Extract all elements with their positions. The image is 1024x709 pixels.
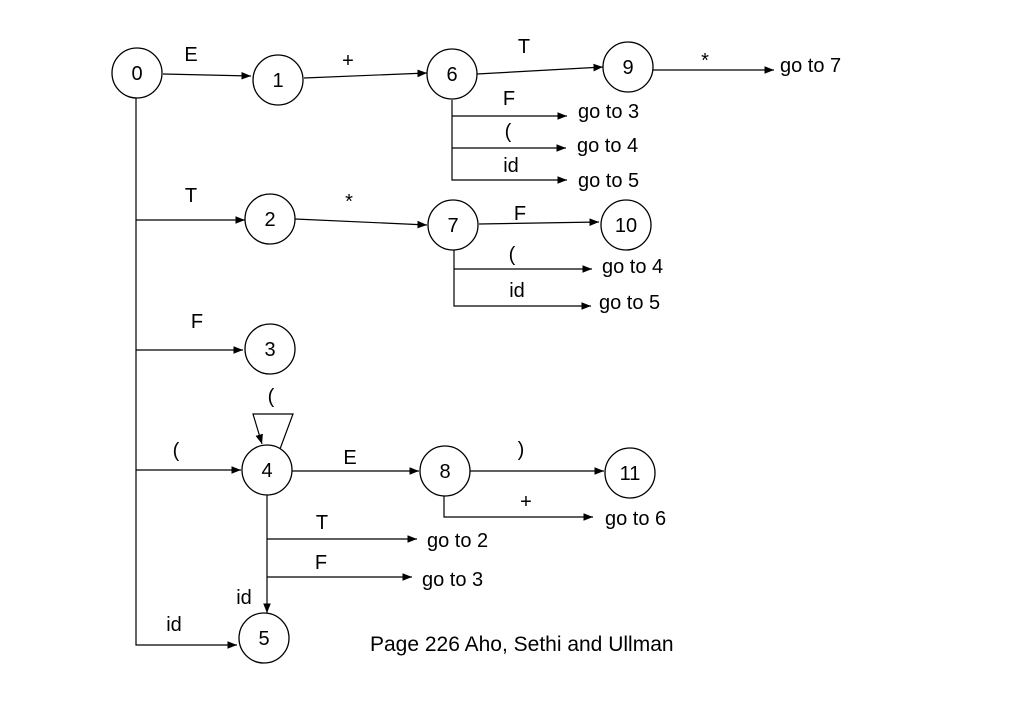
state-0-label: 0 xyxy=(131,63,142,85)
goto-label-4-from-7: go to 4 xyxy=(602,256,663,278)
states: 0 1 6 9 2 7 10 3 xyxy=(111,41,656,664)
state-11-label: 11 xyxy=(620,463,641,485)
goto-label-3-from-6: go to 3 xyxy=(578,101,639,123)
state-8-label: 8 xyxy=(439,461,450,483)
edge-label-6-lparen: ( xyxy=(505,121,512,143)
edge-4-self xyxy=(252,413,294,450)
edge-label-2-7: * xyxy=(345,191,353,213)
state-7: 7 xyxy=(427,199,479,251)
state-2-label: 2 xyxy=(264,209,275,231)
goto-label-3-from-4: go to 3 xyxy=(422,569,483,591)
edge-label-0-3: F xyxy=(191,311,203,333)
state-8: 8 xyxy=(419,445,471,497)
caption: Page 226 Aho, Sethi and Ullman xyxy=(370,633,674,656)
edge-labels: E + T * F ( id T * F ( id F ( ( E ) + T … xyxy=(166,36,709,636)
state-4-label: 4 xyxy=(261,460,272,482)
state-2: 2 xyxy=(244,193,296,245)
goto-label-2-from-4: go to 2 xyxy=(427,530,488,552)
edge-1-6 xyxy=(303,69,428,79)
state-0: 0 xyxy=(111,47,163,99)
state-9-label: 9 xyxy=(622,57,633,79)
edge-label-4-self: ( xyxy=(268,386,275,408)
edge-label-0-2: T xyxy=(185,185,197,207)
edge-0-5 xyxy=(135,98,237,649)
state-10: 10 xyxy=(600,199,652,251)
state-6-label: 6 xyxy=(446,64,457,86)
state-6: 6 xyxy=(426,48,478,100)
edge-label-7-10: F xyxy=(514,203,526,225)
edge-6-9 xyxy=(476,63,604,75)
edge-label-0-5: id xyxy=(166,614,182,636)
edge-label-6-F: F xyxy=(503,88,515,110)
edge-label-8-11: ) xyxy=(518,439,525,461)
state-5: 5 xyxy=(238,612,290,664)
goto-label-5-from-6: go to 5 xyxy=(578,170,639,192)
state-7-label: 7 xyxy=(447,215,458,237)
edge-label-4-5: id xyxy=(236,587,252,609)
edge-8-branch-plus xyxy=(443,494,593,521)
edge-2-7 xyxy=(294,218,428,229)
goto-label-7-from-9: go to 7 xyxy=(780,55,841,77)
state-9: 9 xyxy=(602,41,654,93)
state-4: 4 xyxy=(241,444,293,496)
edge-label-4-F: F xyxy=(315,552,327,574)
state-1-label: 1 xyxy=(272,70,283,92)
edges xyxy=(135,63,774,649)
edge-label-0-1: E xyxy=(184,44,197,66)
state-5-label: 5 xyxy=(258,628,269,650)
edge-label-0-4: ( xyxy=(173,440,180,462)
edge-label-4-T: T xyxy=(316,512,328,534)
goto-labels: go to 7 go to 3 go to 4 go to 5 go to 4 … xyxy=(422,55,841,591)
edge-label-8-plus: + xyxy=(520,491,532,513)
edge-label-6-9: T xyxy=(518,36,530,58)
edge-6-branch-id xyxy=(451,100,567,184)
state-10-label: 10 xyxy=(615,215,637,237)
edge-label-9-out: * xyxy=(701,50,709,72)
edge-label-7-id: id xyxy=(509,280,525,302)
state-1: 1 xyxy=(252,54,304,106)
state-3: 3 xyxy=(244,323,296,375)
goto-label-4-from-6: go to 4 xyxy=(577,135,638,157)
edge-7-10 xyxy=(478,218,600,226)
goto-label-5-from-7: go to 5 xyxy=(599,292,660,314)
edge-label-6-id: id xyxy=(503,155,519,177)
edge-label-4-8: E xyxy=(343,447,356,469)
edge-label-7-lparen: ( xyxy=(509,244,516,266)
edge-0-1 xyxy=(162,71,252,80)
state-11: 11 xyxy=(604,447,656,499)
edge-label-1-6: + xyxy=(342,50,354,72)
goto-label-6-from-8: go to 6 xyxy=(605,508,666,530)
state-3-label: 3 xyxy=(264,339,275,361)
